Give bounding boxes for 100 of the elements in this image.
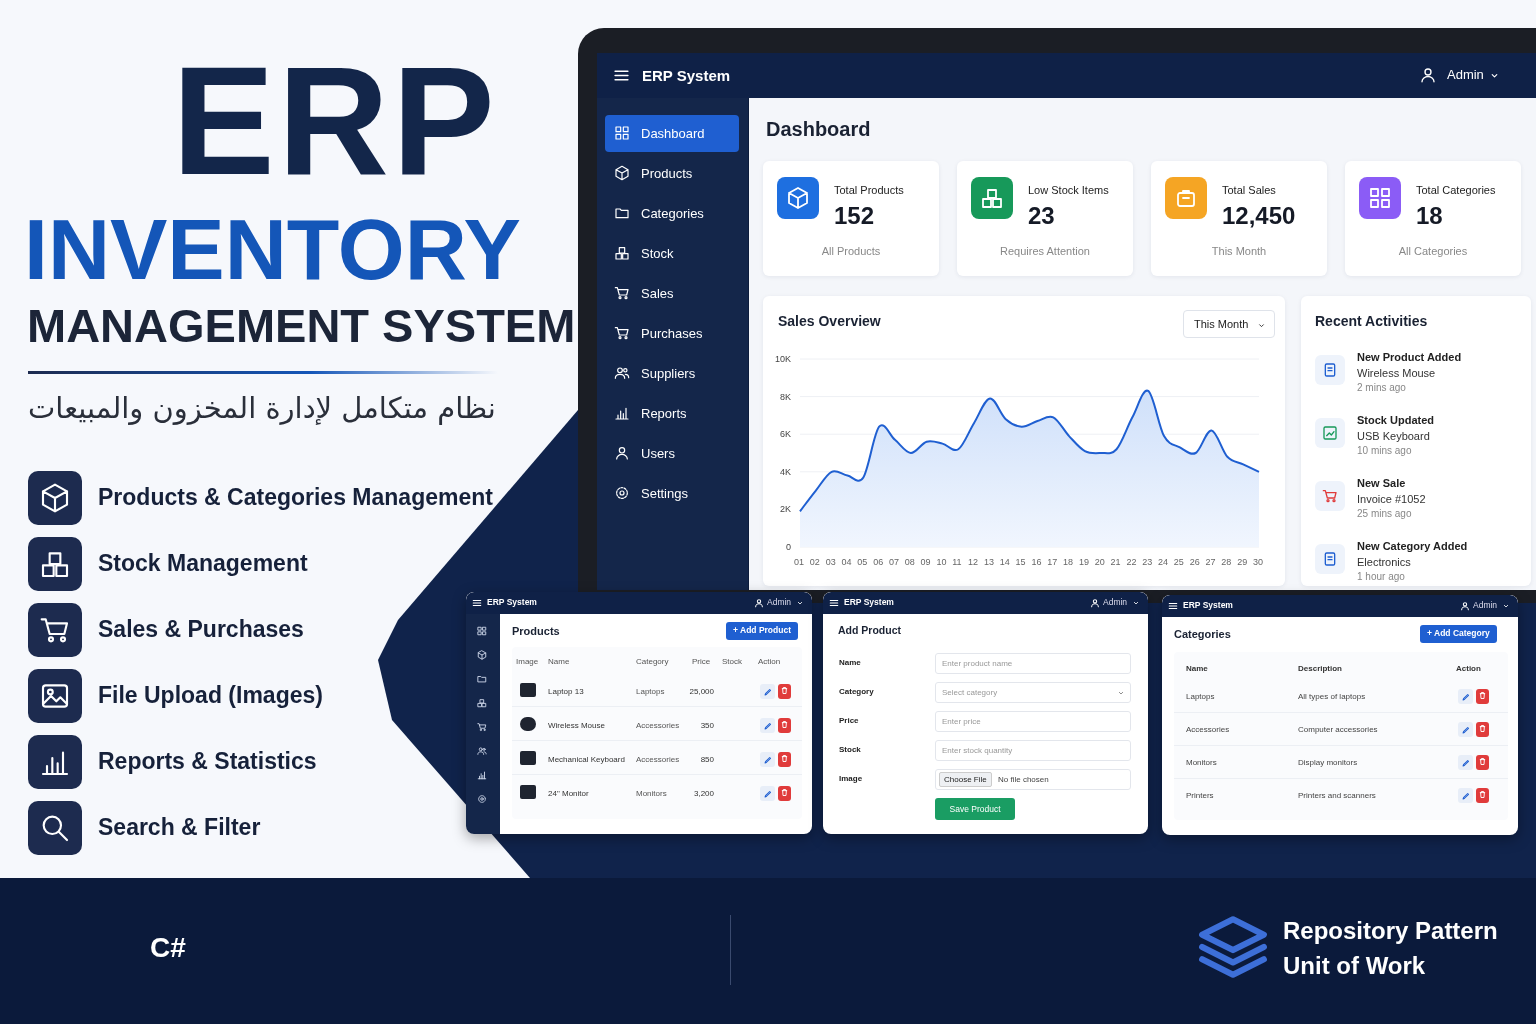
main-title: INVENTORY [24,206,521,292]
timestamp: 2 mins ago [1357,382,1406,394]
column-header: Name [1186,664,1208,674]
page-heading: Dashboard [766,118,871,141]
axis-tick-label: 16 [1031,557,1042,568]
axis-tick-label: 30 [1253,557,1263,568]
stat-value: 12,450 [1222,202,1296,230]
table-cell: 25,000 [689,687,714,697]
axis-tick-label: 18 [1063,557,1074,568]
technology-label: Unit of Work [1283,952,1426,980]
field-label: Price [839,716,859,726]
app-window [1162,595,1518,835]
stat-caption: This Month [1211,245,1267,258]
field-label: Stock [839,745,861,755]
app-title: ERP System [487,598,537,608]
column-header: Name [548,657,570,667]
user-name: Admin [1447,68,1484,83]
nav-link: Suppliers [605,355,739,392]
subtitle: MANAGEMENT SYSTEM [27,302,576,349]
nav-link: Dashboard [605,115,739,152]
axis-tick-label: 4K [780,466,791,478]
stat-label: Total Products [834,184,904,197]
column-header: Image [516,657,539,667]
feature-label: File Upload (Images) [98,682,323,709]
activity-detail: Electronics [1357,555,1411,569]
nav-link: Categories [605,195,739,232]
column-header: Description [1298,664,1342,674]
sidebar [597,98,749,590]
activity-card [1301,296,1531,586]
axis-tick-label: 04 [841,557,852,568]
add-button: + Add Product [726,622,798,640]
axis-tick-label: 23 [1142,557,1153,568]
table-cell: Laptop 13 [548,687,584,697]
axis-tick-label: 09 [920,557,931,568]
table-cell: Monitors [1186,758,1217,768]
app-title: ERP System [642,67,731,85]
input-field: Enter product name [935,653,1131,674]
page-heading: Add Product [838,624,901,637]
axis-tick-label: 05 [857,557,868,568]
nav-link: Settings [605,475,739,512]
main-title: ERP [172,44,498,198]
axis-tick-label: 21 [1110,557,1121,568]
select-field: Select category [935,682,1131,703]
table-cell: Computer accessories [1298,725,1378,735]
stat-card [1345,161,1521,276]
axis-tick-label: 07 [888,557,899,568]
axis-tick-label: 03 [825,557,836,568]
axis-tick-label: 06 [873,557,884,568]
timestamp: 1 hour ago [1357,571,1405,583]
axis-tick-label: 14 [999,557,1010,568]
save-button: Save Product [935,798,1015,820]
app-window [823,592,1148,834]
activity-title: New Category Added [1357,540,1468,553]
axis-tick-label: 15 [1015,557,1026,568]
stat-caption: All Categories [1398,245,1468,258]
stat-caption: Requires Attention [1000,245,1090,258]
page-heading: Categories [1174,628,1231,641]
nav-link: Users [605,435,739,472]
column-header: Action [758,657,781,667]
nav-link: Purchases [605,315,739,352]
feature-label: Stock Management [98,550,308,577]
timestamp: 25 mins ago [1357,508,1412,520]
axis-tick-label: 8K [780,391,791,402]
axis-tick-label: 12 [968,557,979,568]
field-label: Category [839,687,874,697]
activity-title: Stock Updated [1357,414,1434,427]
nav-link: Reports [605,395,739,432]
table-cell: 3,200 [693,789,714,799]
stat-label: Total Sales [1222,184,1276,197]
data-table [512,647,802,819]
timestamp: 10 mins ago [1357,445,1412,457]
axis-tick-label: 29 [1237,557,1248,568]
axis-tick-label: 13 [983,557,994,568]
column-header: Price [692,657,711,667]
user-name: Admin [1473,601,1498,611]
nav-link: Stock [605,235,739,272]
table-cell: Laptops [636,687,665,697]
activity-title: New Product Added [1357,351,1462,364]
table-cell: Display monitors [1298,758,1358,768]
card-heading: Sales Overview [778,313,881,330]
axis-tick-label: 26 [1189,557,1200,568]
column-header: Action [1456,664,1481,674]
page-heading: Products [512,625,560,638]
table-cell: Accessories [1186,725,1230,735]
axis-tick-label: 01 [794,557,804,568]
period-dropdown: This Month [1183,310,1276,338]
app-title: ERP System [844,598,894,608]
file-status: No file chosen [998,775,1049,785]
stat-value: 152 [834,202,875,230]
add-button: + Add Category [1420,625,1497,643]
table-cell: All types of laptops [1298,692,1366,702]
input-field: Enter stock quantity [935,740,1131,761]
technology-label: Repository Pattern [1283,917,1498,945]
choose-file-button: Choose File [939,772,992,788]
technology-label: C# [150,932,186,965]
stat-value: 18 [1416,202,1443,230]
table-cell: Printers and scanners [1298,791,1376,801]
axis-tick-label: 17 [1047,557,1058,568]
column-header: Stock [722,657,742,667]
table-cell: 24" Monitor [548,789,589,799]
